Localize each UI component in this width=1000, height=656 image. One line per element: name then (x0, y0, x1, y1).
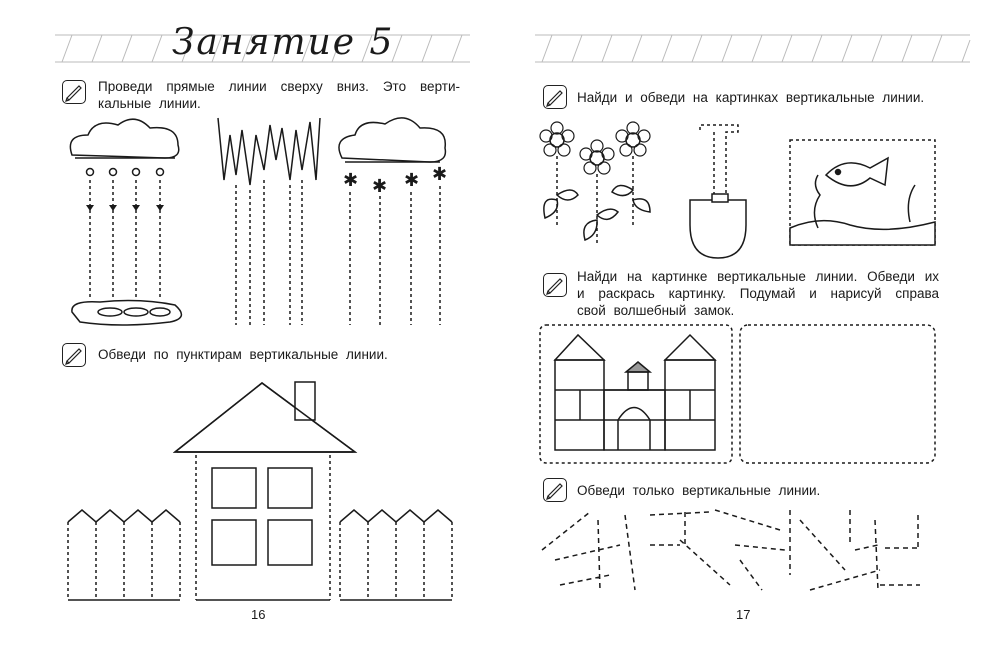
rain-cloud (69, 118, 183, 326)
left-page: ✱ ✱ ✱ ✱ Занятие 5 Проведи прямые линии свер… (55, 22, 470, 622)
pencil-icon (62, 343, 86, 367)
task4-text: Найди на картинке вертикальные линии. Об… (577, 269, 939, 318)
drawing-area (739, 324, 936, 464)
right-illustrations (535, 34, 971, 591)
page-number: 16 (251, 607, 266, 622)
left-illustrations: ✱ ✱ ✱ ✱ (55, 34, 470, 601)
right-page: Найди и обведи на картинках вертикальные… (500, 0, 1000, 656)
task1-text: Проведи прямые линии сверху вниз. Это ве… (98, 79, 460, 111)
task2-text: Обведи по пунктирам вертикальные линии. (98, 347, 388, 362)
lesson-title: Занятие 5 (172, 22, 395, 63)
handwriting-guide (535, 34, 971, 63)
house (172, 381, 358, 601)
task5-text: Обведи только вертикальные линии. (577, 483, 821, 498)
pencil-icon (62, 80, 86, 104)
shovel (689, 124, 747, 259)
fish-picture (789, 139, 936, 246)
svg-text:✱: ✱ (372, 176, 387, 197)
dashed-lines (541, 509, 920, 591)
svg-text:✱: ✱ (404, 170, 419, 191)
task3-text: Найди и обведи на картинках вертикальные… (577, 90, 925, 105)
castle (539, 324, 733, 464)
svg-text:✱: ✱ (343, 170, 358, 191)
icicles (217, 117, 321, 325)
handwriting-guide (55, 34, 470, 63)
page-number: 17 (736, 607, 751, 622)
pencil-icon (543, 478, 567, 502)
flowers (539, 121, 651, 245)
snow-cloud: ✱ ✱ ✱ ✱ (338, 117, 447, 325)
pencil-icon (543, 85, 567, 109)
fence-right (339, 509, 453, 601)
svg-text:✱: ✱ (432, 164, 447, 185)
fence-left (67, 509, 181, 601)
pencil-icon (543, 273, 567, 297)
